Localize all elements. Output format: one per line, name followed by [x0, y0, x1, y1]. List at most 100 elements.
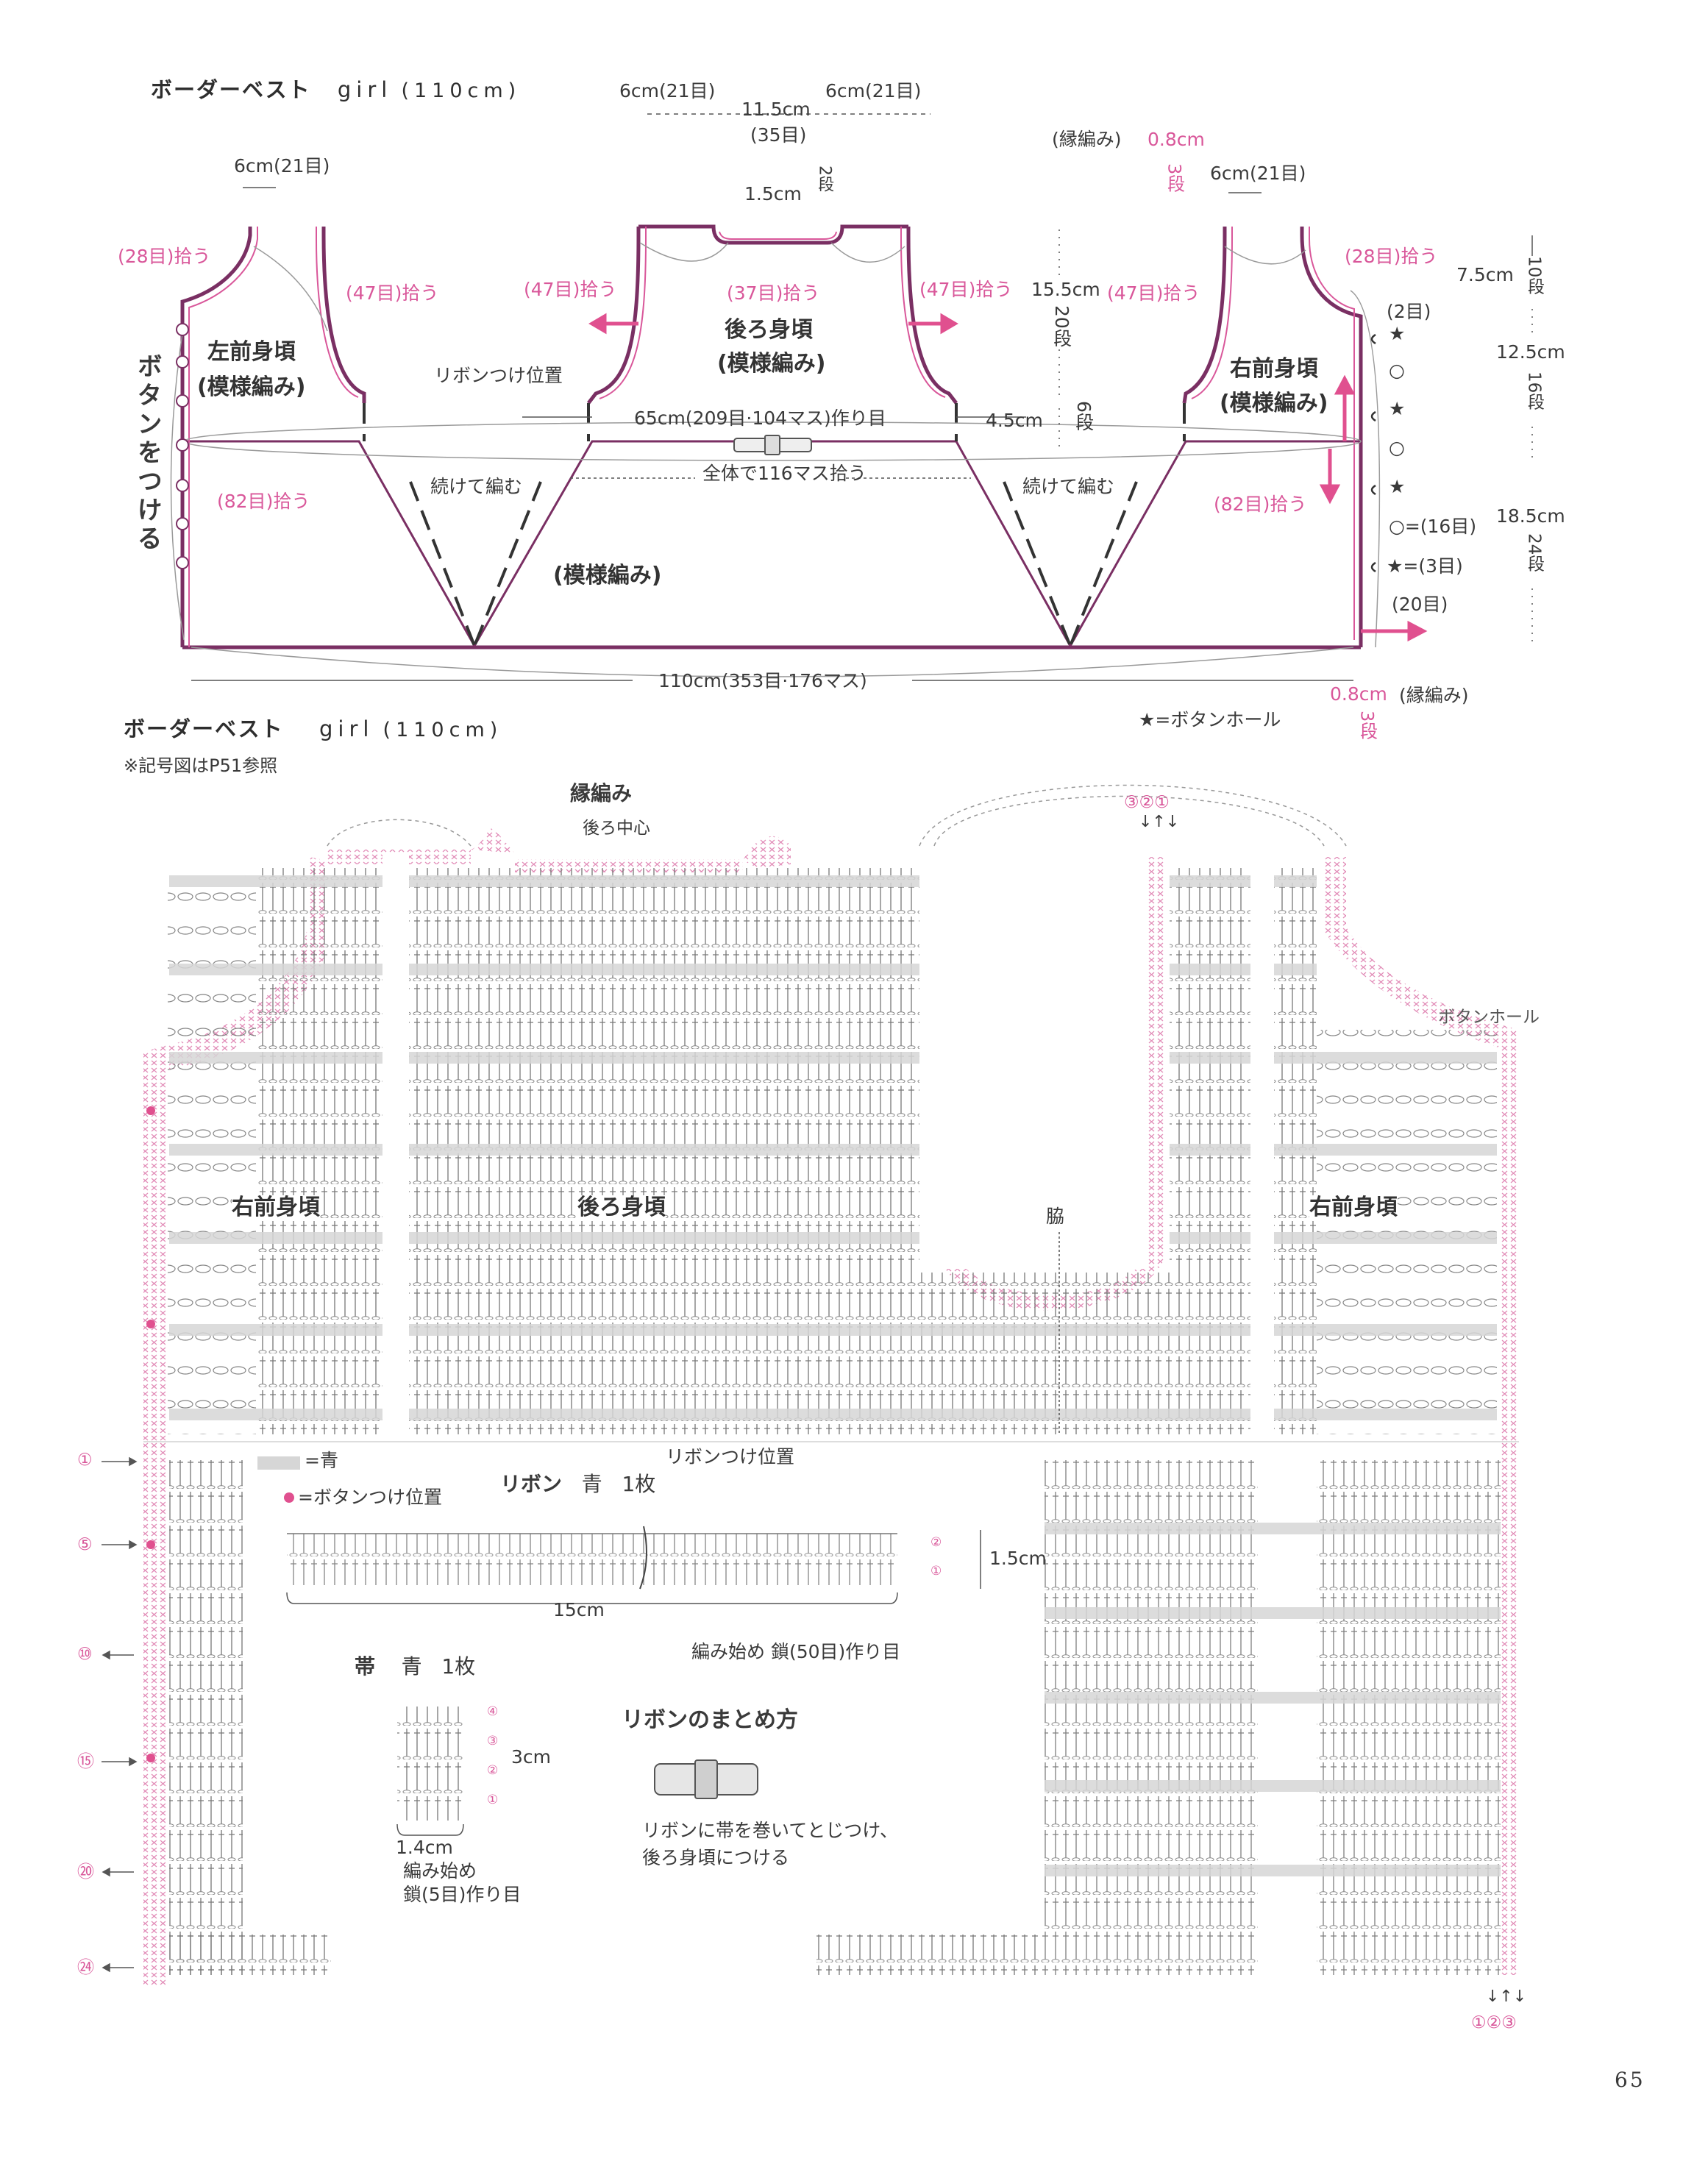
assembly-title: リボンのまとめ方	[622, 1707, 798, 1733]
dim-neck-depth: 1.5cm	[744, 183, 802, 204]
back-lower-height: 4.5cm	[986, 410, 1043, 431]
dim-neck-right: 6cm(21目)	[825, 80, 922, 102]
schematic-left-front-pattern: (模様編み)	[197, 374, 306, 400]
pickup-left-armhole-back: (47目)拾う	[346, 282, 439, 304]
circle-2: ○	[1389, 437, 1405, 458]
ribbon-title-text: リボン	[500, 1472, 563, 1496]
band-start-2: 鎖(5目)作り目	[403, 1884, 522, 1905]
pickup-left-front-edge: (82目)拾う	[217, 491, 310, 512]
buttonhole-label-1: (2目)	[1387, 301, 1431, 322]
dim-right-strap: 6cm(21目)	[1210, 163, 1306, 184]
band-title: 帯 青 1枚	[355, 1654, 476, 1679]
pickup-right-armhole-front: (28目)拾う	[1345, 246, 1438, 267]
schematic-title-en: girl	[337, 77, 393, 102]
back-lower-rows: 6段	[1072, 401, 1095, 431]
edging-top-rows: 3段	[1164, 163, 1185, 193]
band-height: 3cm	[511, 1746, 552, 1768]
chart-back-label: 後ろ身頃	[577, 1195, 666, 1221]
pickup-back-left-armhole: (47目)拾う	[524, 279, 617, 300]
dim-left-strap: 6cm(21目)	[234, 155, 330, 177]
schematic-pickup-total: 全体で116マス拾う	[702, 463, 867, 484]
schematic-continue-right: 続けて編む	[1022, 476, 1115, 497]
chart-title-jp: ボーダーベスト	[124, 716, 284, 741]
panel-gaps	[244, 853, 1274, 1931]
button-vertical-note: ボタンをつける	[132, 353, 163, 554]
dim-center-neck: 11.5cm	[741, 99, 811, 120]
ribbon-icon	[733, 435, 812, 455]
legend-blue: =青	[305, 1450, 338, 1471]
right-dim-1: 7.5cm	[1456, 264, 1514, 285]
schematic-title-jp: ボーダーベスト	[151, 77, 311, 102]
ribbon-height: 1.5cm	[989, 1548, 1047, 1569]
row-marker-20: ⑳	[77, 1862, 94, 1882]
side-label: 脇	[1046, 1206, 1065, 1227]
rows-bottom-label: ①②③	[1471, 2013, 1517, 2032]
back-center-label: 後ろ中心	[583, 819, 650, 838]
page-number: 65	[1615, 2068, 1645, 2092]
ribbon-diagram	[286, 1526, 981, 1604]
ribbon-count: 1枚	[622, 1472, 656, 1496]
chart-note: ※記号図はP51参照	[124, 755, 278, 776]
chart-left-front-label: 右前身頃	[232, 1195, 320, 1221]
row-marker-24: ㉔	[77, 1958, 94, 1977]
chart-ribbon-pos: リボンつけ位置	[666, 1446, 795, 1467]
schematic-right-front-pattern: (模様編み)	[1220, 391, 1328, 416]
dimension-lines	[191, 113, 1533, 681]
pickup-right-armhole-back: (47目)拾う	[1107, 282, 1200, 304]
back-height-rows: 20段	[1050, 305, 1072, 347]
dim-neck-depth-rows: 2段	[815, 166, 834, 192]
buttonhole-label-4: (20目)	[1392, 594, 1448, 615]
right-dim-2-rows: 16段	[1524, 371, 1544, 410]
edging-top-value: 0.8cm	[1147, 129, 1205, 150]
ribbon-row-1: ①	[930, 1564, 942, 1579]
row-arrows	[102, 1456, 138, 1973]
buttonhole-label-2: ○=(16目)	[1389, 516, 1477, 537]
band-start-1: 編み始め	[403, 1860, 477, 1882]
band-row-2: ②	[487, 1763, 499, 1778]
band-row-4: ④	[487, 1704, 499, 1719]
chart-title-size: (110cm)	[382, 719, 503, 741]
garment-outline-pink	[188, 227, 1355, 647]
button-markers	[176, 323, 189, 569]
rows-top-arrows: ↓↑↓	[1139, 813, 1180, 831]
edging-top-label: (縁編み)	[1052, 129, 1122, 150]
ribbon-title: リボン 青 1枚	[500, 1472, 656, 1496]
edging-bottom-rows: 3段	[1356, 711, 1378, 740]
right-dim-3: 18.5cm	[1496, 505, 1565, 527]
star-2: ★	[1389, 398, 1406, 419]
band-title-text: 帯	[355, 1654, 376, 1679]
schematic-chain-start: 65cm(209目·104マス)作り目	[634, 408, 886, 429]
ribbon-assembly-icon	[654, 1759, 758, 1799]
rows-bottom-arrows: ↓↑↓	[1486, 1987, 1527, 2006]
ribbon-start: 編み始め 鎖(50目)作り目	[691, 1641, 901, 1662]
right-dim-1-rows: 10段	[1524, 256, 1544, 295]
schematic-back-label: 後ろ身頃	[725, 317, 813, 343]
pickup-back-neck: (37目)拾う	[727, 282, 820, 304]
band-count: 1枚	[441, 1654, 476, 1679]
ribbon-length: 15cm	[553, 1599, 605, 1620]
schematic-bottom-width: 110cm(353目·176マス)	[658, 670, 867, 691]
band-width: 1.4cm	[396, 1837, 453, 1858]
right-dim-2: 12.5cm	[1496, 341, 1565, 363]
chart-title: ボーダーベスト girl (110cm)	[124, 716, 503, 741]
dim-center-neck-rows: (35目)	[750, 124, 807, 146]
right-dim-3-rows: 24段	[1524, 533, 1544, 572]
schematic-drawing	[170, 113, 1533, 681]
band-row-3: ③	[487, 1734, 499, 1748]
star-1: ★	[1389, 323, 1406, 344]
edging-bottom-value: 0.8cm	[1330, 683, 1387, 705]
buttonhole-markers	[1370, 333, 1376, 573]
band-diagram	[396, 1707, 464, 1836]
row-marker-1: ①	[77, 1451, 93, 1470]
ribbon-color: 青	[581, 1472, 602, 1496]
pickup-back-right-armhole: (47目)拾う	[919, 279, 1013, 300]
schematic-title: ボーダーベスト girl (110cm)	[151, 77, 521, 102]
legend-blue-swatch	[257, 1456, 300, 1470]
band-row-1: ①	[487, 1793, 499, 1807]
band-color: 青	[401, 1654, 422, 1679]
row-marker-10: ⑩	[77, 1645, 93, 1664]
schematic-right-front-label: 右前身頃	[1230, 356, 1318, 382]
pickup-right-front-edge: (82目)拾う	[1214, 494, 1307, 515]
assembly-line-1: リボンに帯を巻いてとじつけ、	[642, 1820, 899, 1841]
